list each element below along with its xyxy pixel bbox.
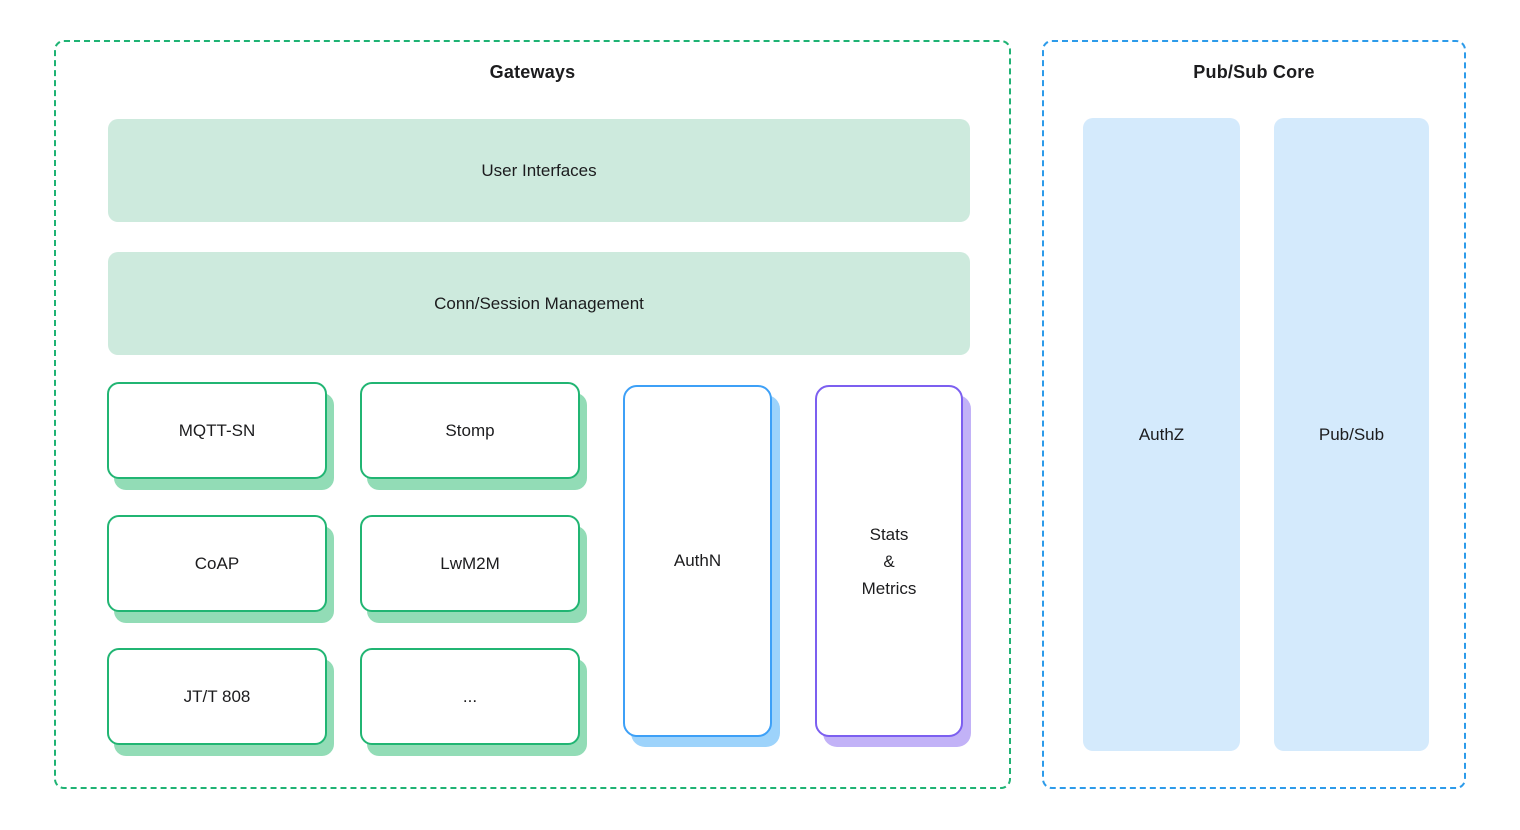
- authz-column: AuthZ: [1083, 118, 1240, 751]
- conn-session-management-bar: Conn/Session Management: [108, 252, 970, 355]
- user-interfaces-bar: User Interfaces: [108, 119, 970, 222]
- stats-line-2: &: [883, 551, 895, 571]
- gateways-title: Gateways: [489, 62, 576, 82]
- protocol-box-mqtt-sn: MQTT-SN: [107, 382, 327, 479]
- pubsub-column: Pub/Sub: [1274, 118, 1429, 751]
- protocol-box-ellipsis: ...: [360, 648, 580, 745]
- protocol-box-jtt808: JT/T 808: [107, 648, 327, 745]
- protocol-box-lwm2m: LwM2M: [360, 515, 580, 612]
- protocol-box-coap: CoAP: [107, 515, 327, 612]
- stats-line-1: Stats: [869, 524, 909, 544]
- authn-box: AuthN: [623, 385, 772, 737]
- pubsub-core-panel: Pub/Sub Core AuthZ Pub/Sub: [1042, 40, 1466, 789]
- gateways-panel: Gateways User Interfaces Conn/Session Ma…: [54, 40, 1011, 789]
- stats-metrics-box: Stats & Metrics: [815, 385, 963, 737]
- pubsub-core-title: Pub/Sub Core: [1193, 62, 1315, 82]
- stats-line-3: Metrics: [861, 578, 917, 598]
- protocol-box-stomp: Stomp: [360, 382, 580, 479]
